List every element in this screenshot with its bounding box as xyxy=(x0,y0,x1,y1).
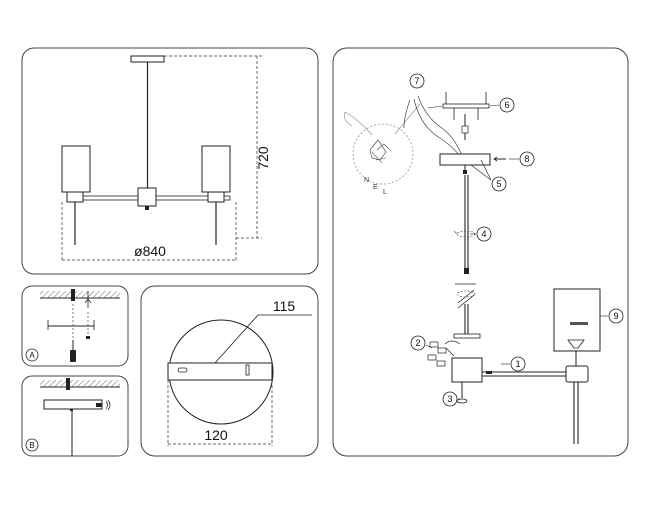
height-dimension: 720 xyxy=(255,146,271,170)
svg-text:6: 6 xyxy=(504,100,509,110)
screwdriver-icon xyxy=(70,340,76,362)
width-dimension: ø840 xyxy=(134,243,166,259)
callout-7: 7 xyxy=(409,73,425,89)
svg-text:3: 3 xyxy=(447,394,452,404)
canopy xyxy=(130,55,165,63)
svg-text:1: 1 xyxy=(515,359,520,369)
callout-5: 5 xyxy=(491,176,507,192)
canopy-plate-panel: 115 120 xyxy=(140,285,319,457)
connector-parts xyxy=(427,341,455,367)
wire-label-n: N xyxy=(364,177,369,184)
callout-3: 3 xyxy=(442,391,458,407)
right-shade xyxy=(201,145,231,193)
svg-text:4: 4 xyxy=(481,229,486,239)
svg-text:8: 8 xyxy=(524,154,529,164)
exploded-assembly-panel: N E L xyxy=(332,47,629,457)
dimension-panel: 720 ø840 xyxy=(21,47,319,275)
plate-diameter-dimension: 120 xyxy=(204,427,228,443)
plate-depth-dimension: 115 xyxy=(273,298,296,314)
hub xyxy=(137,187,157,207)
left-shade xyxy=(61,145,91,193)
callout-1: 1 xyxy=(510,356,526,372)
svg-text:2: 2 xyxy=(415,338,420,348)
svg-text:5: 5 xyxy=(496,179,501,189)
wiring-detail: N E L xyxy=(344,103,421,196)
svg-text:7: 7 xyxy=(414,76,419,86)
step-b-panel: B xyxy=(21,375,129,457)
lamp-shade-part xyxy=(553,288,601,366)
step-a-panel: A xyxy=(21,285,129,367)
svg-text:9: 9 xyxy=(613,311,618,321)
callout-4: 4 xyxy=(476,226,492,242)
callout-6: 6 xyxy=(499,97,515,113)
wire-label-l: L xyxy=(383,189,387,196)
hub-part xyxy=(444,340,483,404)
callout-9: 9 xyxy=(608,308,624,324)
callout-2: 2 xyxy=(410,335,426,351)
step-label-b: B xyxy=(29,441,34,450)
mounting-bracket xyxy=(167,362,273,381)
wire-label-e: E xyxy=(373,184,378,191)
callout-8: 8 xyxy=(519,151,535,167)
mounting-bracket-part xyxy=(442,92,490,140)
lamp-holder-part xyxy=(565,365,589,383)
step-label-a: A xyxy=(29,351,35,360)
